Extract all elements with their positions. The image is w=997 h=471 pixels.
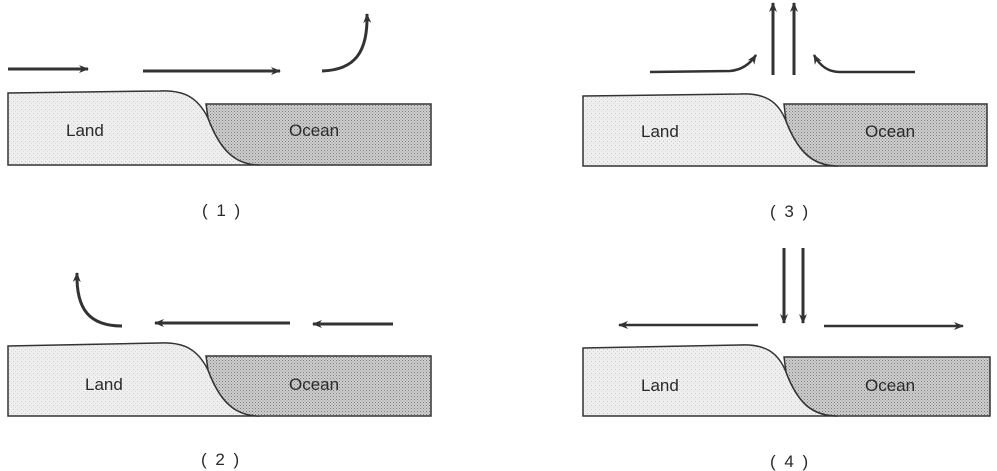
panel-1-drawing	[7, 13, 432, 166]
ocean-block	[205, 103, 432, 166]
panel-4: Land Ocean ( 4 )	[570, 240, 997, 470]
ocean-block	[783, 356, 991, 417]
converging-arrow-right	[812, 54, 915, 74]
land-label: Land	[641, 376, 679, 395]
panel-caption: ( 2 )	[201, 450, 242, 469]
ocean-label: Ocean	[289, 375, 340, 394]
panel-caption: ( 3 )	[770, 202, 811, 221]
converging-arrow-left	[649, 54, 758, 74]
rising-arrow	[72, 272, 123, 328]
panel-4-drawing	[582, 248, 991, 417]
ocean-block	[783, 103, 988, 167]
panel-1: Land Ocean ( 1 )	[0, 0, 440, 230]
ocean-label: Ocean	[865, 376, 916, 395]
panel-caption: ( 4 )	[770, 452, 811, 471]
ocean-label: Ocean	[289, 121, 340, 140]
panel-caption: ( 1 )	[202, 201, 243, 220]
ocean-block	[205, 355, 432, 417]
ocean-label: Ocean	[865, 122, 916, 141]
panel-2-drawing	[7, 272, 432, 417]
land-label: Land	[66, 121, 104, 140]
land-label: Land	[85, 375, 123, 394]
land-label: Land	[641, 122, 679, 141]
panel-3-drawing	[582, 2, 988, 167]
rising-arrow	[321, 13, 372, 73]
panel-3: Land Ocean ( 3 )	[570, 0, 997, 230]
panel-2: Land Ocean ( 2 )	[0, 240, 440, 470]
